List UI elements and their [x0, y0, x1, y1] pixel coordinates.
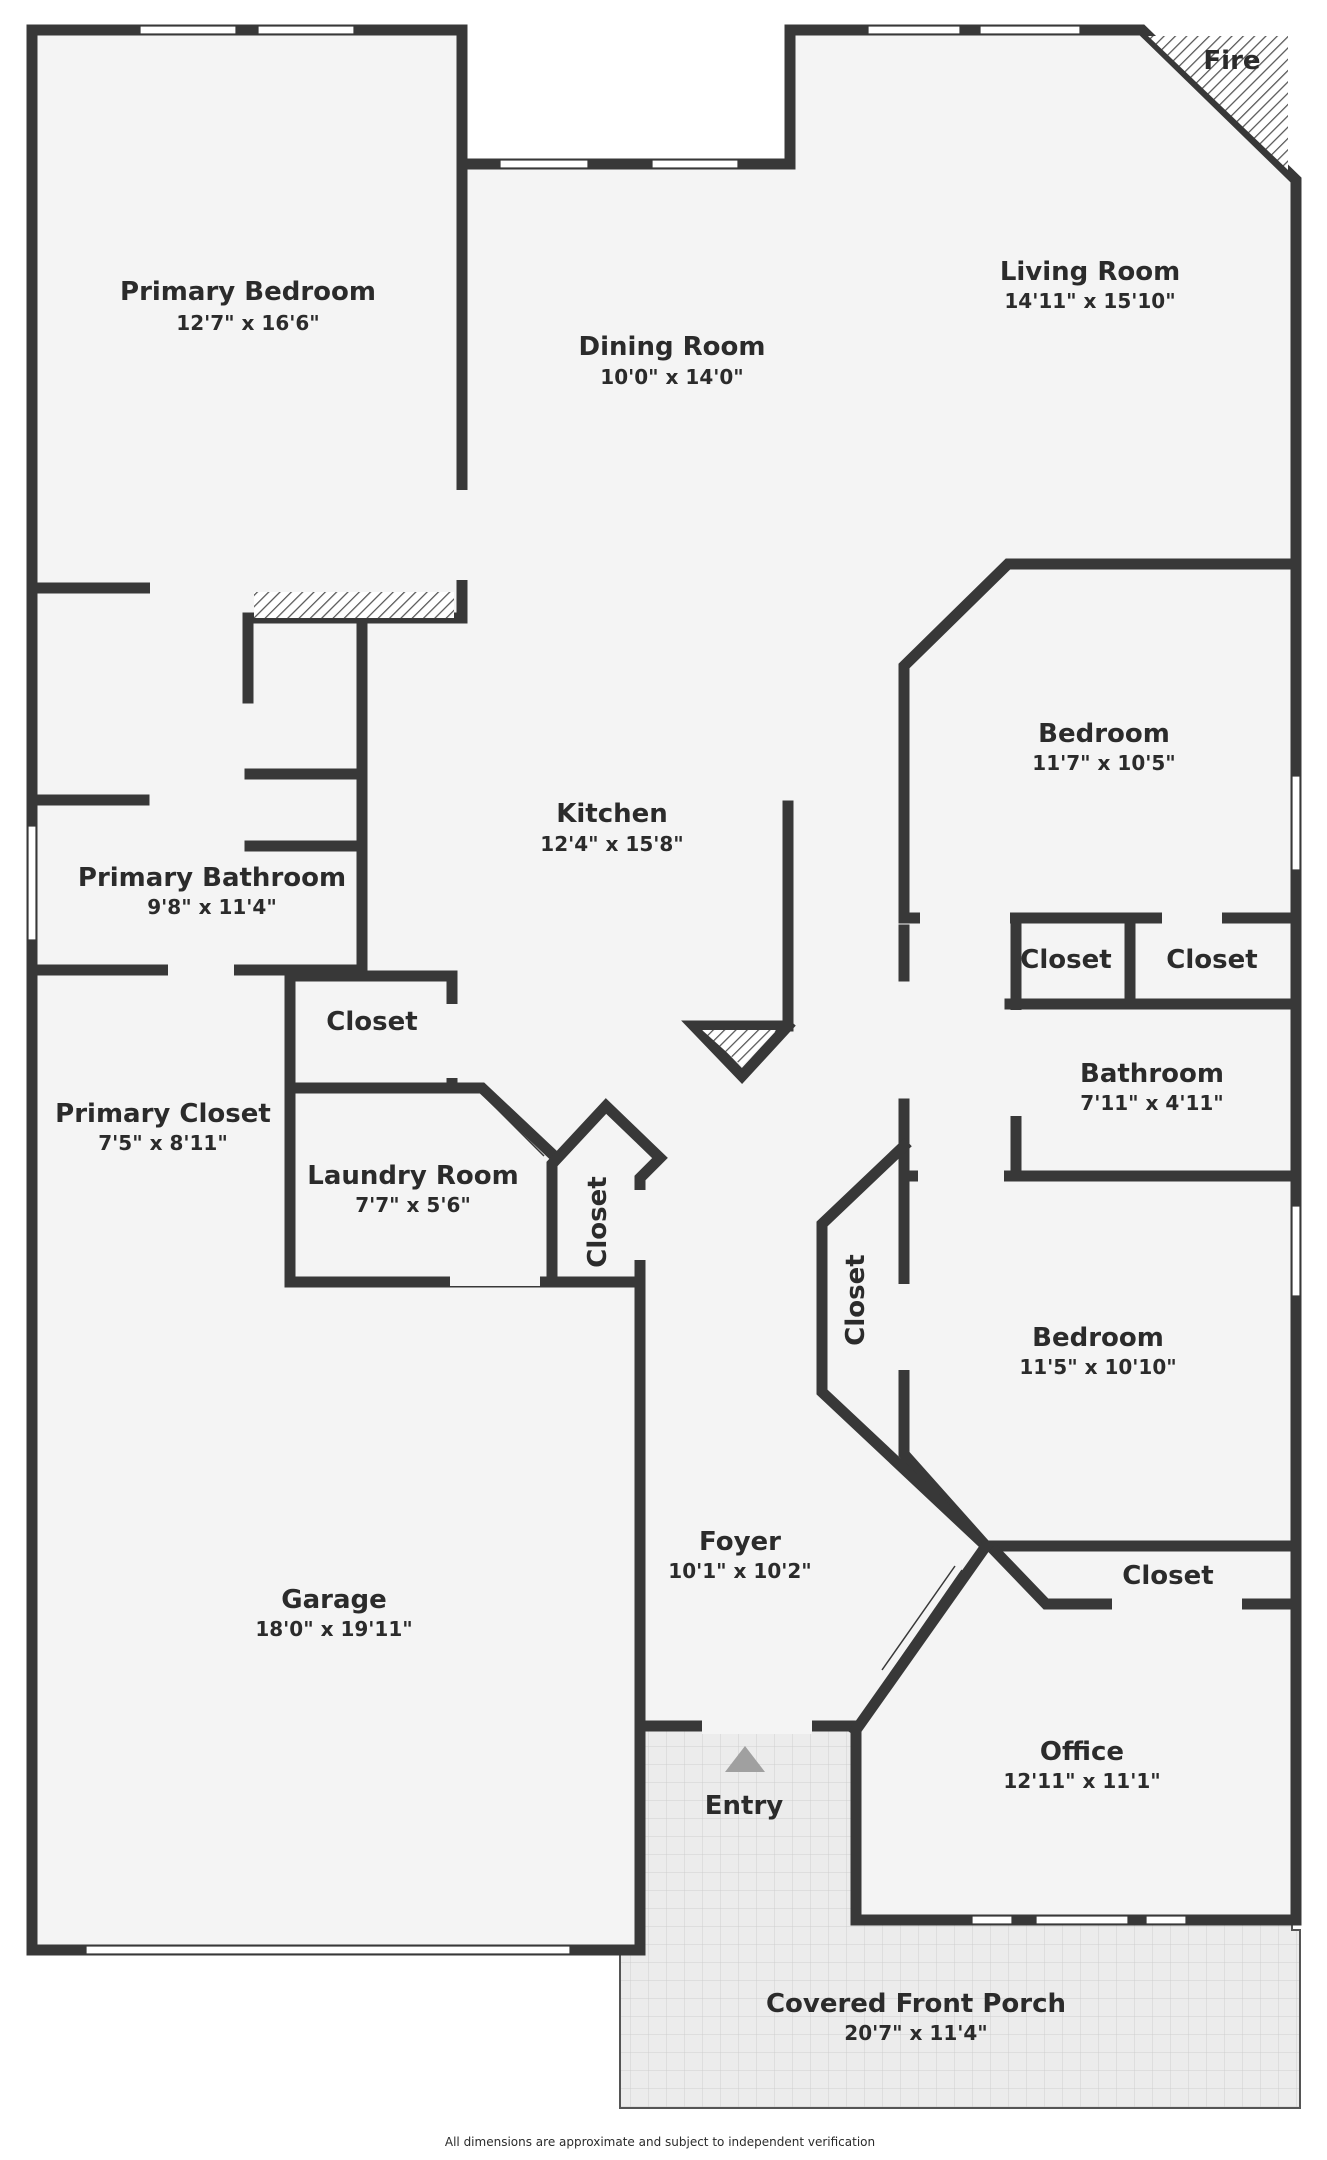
door-openings — [150, 490, 1242, 1734]
svg-text:Closet: Closet — [326, 1007, 417, 1037]
kitchen-island-end — [702, 1030, 776, 1066]
svg-text:11'7" x 10'5": 11'7" x 10'5" — [1032, 751, 1175, 775]
svg-text:Closet: Closet — [1122, 1561, 1213, 1591]
room-label-laundry-room: Laundry Room 7'7" x 5'6" — [307, 1161, 518, 1217]
room-label-primary-bedroom: Primary Bedroom 12'7" x 16'6" — [120, 277, 376, 335]
svg-text:Primary Bedroom: Primary Bedroom — [120, 277, 376, 307]
windows — [27, 25, 1301, 1955]
svg-text:Foyer: Foyer — [699, 1527, 781, 1557]
fireplace-label: Fire — [1203, 46, 1260, 76]
svg-text:20'7" x 11'4": 20'7" x 11'4" — [844, 2021, 987, 2045]
svg-text:12'4" x 15'8": 12'4" x 15'8" — [540, 832, 683, 856]
room-label-closet-e: Closet — [841, 1254, 871, 1345]
room-label-entry: Entry — [705, 1791, 784, 1821]
svg-text:Closet: Closet — [583, 1176, 613, 1267]
room-label-bedroom-upper: Bedroom 11'7" x 10'5" — [1032, 719, 1175, 775]
svg-text:Closet: Closet — [841, 1254, 871, 1345]
svg-text:10'1" x 10'2": 10'1" x 10'2" — [668, 1559, 811, 1583]
fireplace — [1148, 36, 1288, 170]
svg-text:Fire: Fire — [1203, 46, 1260, 76]
room-label-closet-f: Closet — [1122, 1561, 1213, 1591]
disclaimer-text: All dimensions are approximate and subje… — [445, 2135, 875, 2149]
room-label-covered-front-porch: Covered Front Porch 20'7" x 11'4" — [766, 1989, 1066, 2045]
svg-text:Closet: Closet — [1166, 945, 1257, 975]
svg-text:Kitchen: Kitchen — [556, 799, 668, 829]
room-label-closet-c: Closet — [326, 1007, 417, 1037]
floor-fill — [32, 30, 1296, 1950]
svg-text:Dining Room: Dining Room — [579, 332, 766, 362]
svg-text:12'7" x 16'6": 12'7" x 16'6" — [176, 311, 319, 335]
room-label-garage: Garage 18'0" x 19'11" — [255, 1585, 412, 1641]
svg-text:Bathroom: Bathroom — [1080, 1059, 1224, 1089]
svg-text:7'7" x 5'6": 7'7" x 5'6" — [355, 1193, 471, 1217]
svg-text:Garage: Garage — [281, 1585, 387, 1615]
room-label-foyer: Foyer 10'1" x 10'2" — [668, 1527, 811, 1583]
svg-text:7'11" x 4'11": 7'11" x 4'11" — [1080, 1091, 1223, 1115]
svg-text:Entry: Entry — [705, 1791, 784, 1821]
room-label-closet-d: Closet — [583, 1176, 613, 1267]
svg-text:11'5" x 10'10": 11'5" x 10'10" — [1019, 1355, 1176, 1379]
svg-text:7'5" x 8'11": 7'5" x 8'11" — [98, 1131, 228, 1155]
room-label-office: Office 12'11" x 11'1" — [1003, 1737, 1160, 1793]
svg-text:Office: Office — [1040, 1737, 1124, 1767]
room-label-primary-bathroom: Primary Bathroom 9'8" x 11'4" — [78, 863, 346, 919]
room-label-dining-room: Dining Room 10'0" x 14'0" — [579, 332, 766, 389]
room-label-closet-b: Closet — [1166, 945, 1257, 975]
svg-text:14'11" x 15'10": 14'11" x 15'10" — [1004, 289, 1175, 313]
svg-text:18'0" x 19'11": 18'0" x 19'11" — [255, 1617, 412, 1641]
svg-text:Living Room: Living Room — [1000, 257, 1180, 287]
svg-text:10'0" x 14'0": 10'0" x 14'0" — [600, 365, 743, 389]
room-label-bathroom: Bathroom 7'11" x 4'11" — [1080, 1059, 1224, 1115]
svg-text:Covered Front Porch: Covered Front Porch — [766, 1989, 1066, 2019]
room-label-closet-a: Closet — [1020, 945, 1111, 975]
svg-text:12'11" x 11'1": 12'11" x 11'1" — [1003, 1769, 1160, 1793]
primary-bath-counter — [254, 592, 454, 618]
room-label-living-room: Living Room 14'11" x 15'10" — [1000, 257, 1180, 313]
room-label-primary-closet: Primary Closet 7'5" x 8'11" — [55, 1099, 271, 1155]
room-label-kitchen: Kitchen 12'4" x 15'8" — [540, 799, 683, 856]
svg-text:Primary Bathroom: Primary Bathroom — [78, 863, 346, 893]
svg-text:Laundry Room: Laundry Room — [307, 1161, 518, 1191]
room-label-bedroom-lower: Bedroom 11'5" x 10'10" — [1019, 1323, 1176, 1379]
svg-text:Bedroom: Bedroom — [1032, 1323, 1164, 1353]
svg-text:Primary Closet: Primary Closet — [55, 1099, 271, 1129]
svg-text:Closet: Closet — [1020, 945, 1111, 975]
svg-text:9'8" x 11'4": 9'8" x 11'4" — [147, 895, 277, 919]
entry-arrow-icon — [725, 1746, 765, 1772]
svg-text:Bedroom: Bedroom — [1038, 719, 1170, 749]
